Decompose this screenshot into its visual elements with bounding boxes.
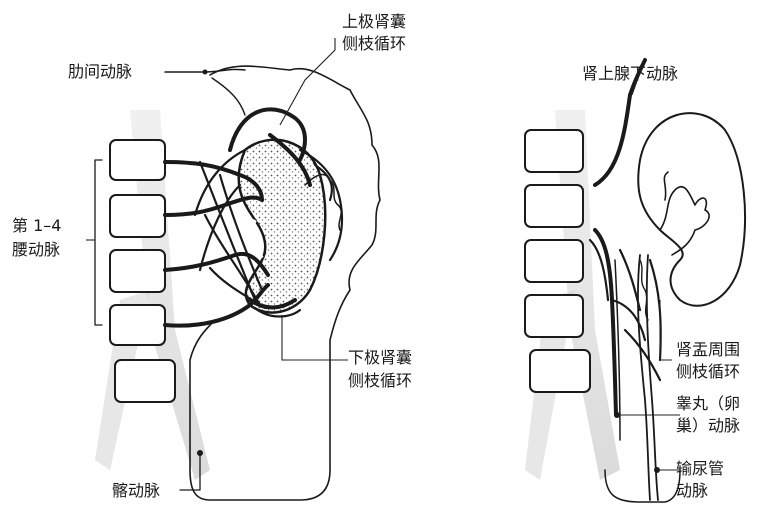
vertebrae-right [525, 130, 590, 392]
vertebra-l5 [115, 360, 175, 402]
label-ureteric-artery-2: 动脉 [676, 481, 708, 501]
label-peripelvic-collateral-1: 肾盂周围 [676, 340, 740, 360]
lumbar-bracket [95, 160, 102, 325]
label-gonadal-artery-1: 睾丸（卵 [676, 394, 740, 414]
label-intercostal-artery: 肋间动脉 [68, 62, 132, 82]
label-inferior-adrenal-artery: 肾上腺下动脉 [582, 64, 678, 84]
label-lower-pole-collateral-1: 下极肾囊 [348, 348, 412, 368]
vertebra-l4 [110, 305, 165, 345]
vertebra-l2 [110, 195, 165, 237]
label-ureteric-artery-1: 输尿管 [676, 459, 724, 479]
label-upper-pole-collateral-2: 侧枝循环 [342, 34, 406, 54]
left-figure [86, 66, 380, 500]
label-gonadal-artery-2: 巢）动脉 [676, 416, 740, 436]
vertebra-r4 [525, 295, 583, 337]
label-peripelvic-collateral-2: 侧枝循环 [676, 362, 740, 382]
label-lumbar-arteries-1: 第 1–4 [12, 216, 61, 236]
vertebra-l1 [110, 140, 165, 180]
label-lumbar-arteries-2: 腰动脉 [12, 240, 60, 260]
vertebra-l3 [110, 250, 165, 292]
vertebra-r1 [525, 130, 583, 172]
vertebra-r3 [525, 240, 583, 282]
vertebra-r5 [530, 350, 590, 392]
vertebra-r2 [525, 185, 583, 227]
label-upper-pole-collateral-1: 上极肾囊 [342, 12, 406, 32]
label-iliac-artery: 髂动脉 [112, 481, 160, 501]
label-lower-pole-collateral-2: 侧枝循环 [348, 371, 412, 391]
